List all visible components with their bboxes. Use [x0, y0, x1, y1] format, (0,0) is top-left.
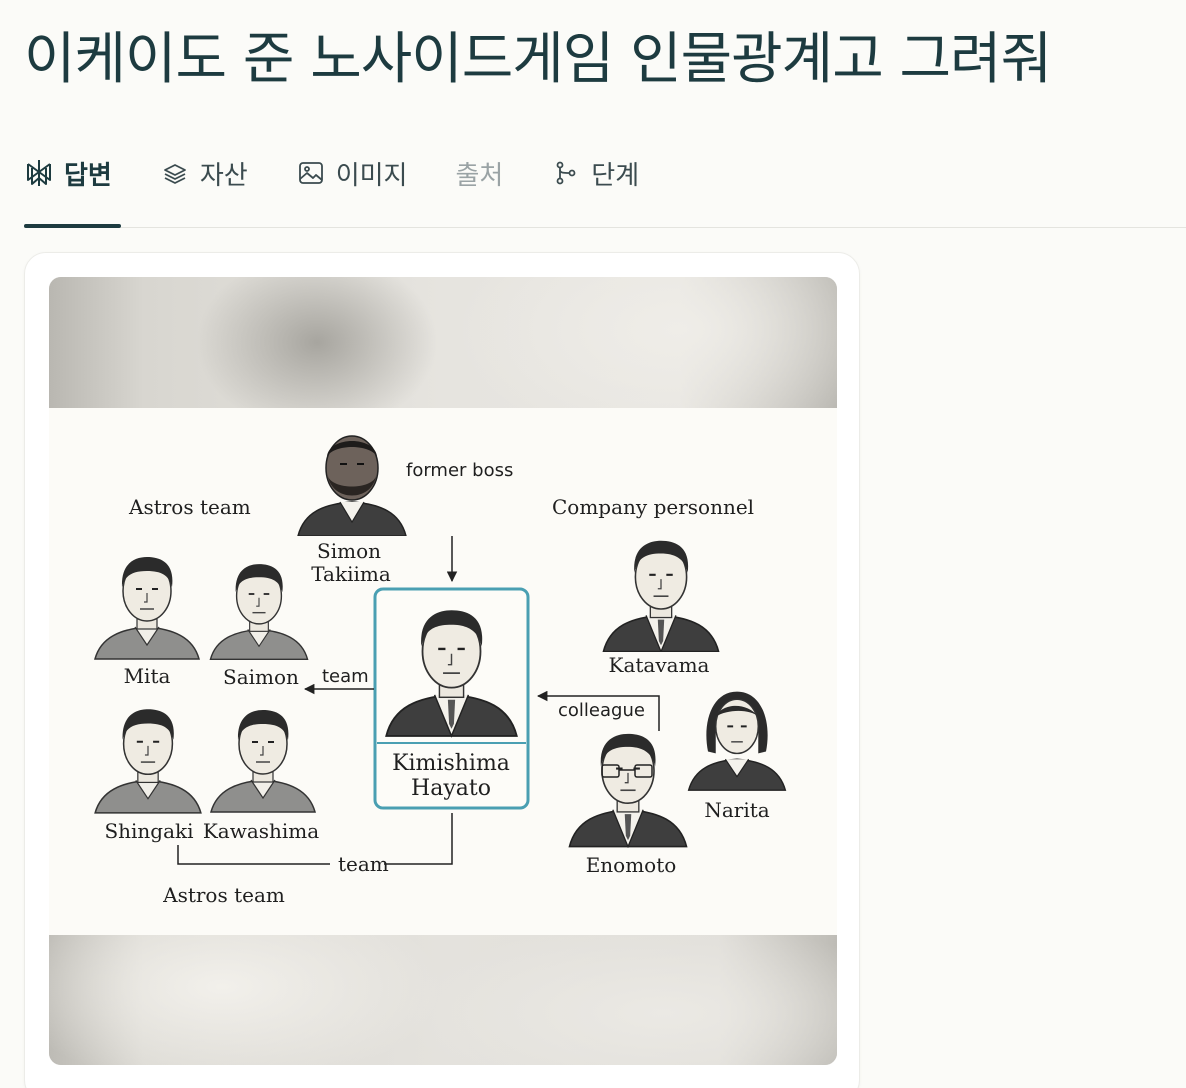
image-card: Astros team Company personnel former bos… — [24, 252, 860, 1088]
relationship-diagram: Astros team Company personnel former bos… — [49, 408, 837, 935]
name-narita: Narita — [704, 798, 769, 822]
blurred-background-bottom — [49, 935, 837, 1065]
portrait-saimon — [209, 563, 309, 661]
name-katavama: Katavama — [609, 653, 710, 677]
name-simon-line2: Takiima — [311, 562, 391, 586]
name-center-line2: Hayato — [411, 776, 491, 801]
label-team-bottom: team — [338, 852, 389, 876]
name-enomoto: Enomoto — [586, 853, 677, 877]
tab-images-label: 이미지 — [335, 160, 408, 191]
portrait-katavama — [602, 539, 720, 652]
branch-icon — [551, 158, 581, 188]
portrait-narita — [687, 690, 787, 792]
generated-image[interactable]: Astros team Company personnel former bos… — [49, 277, 837, 1065]
name-simon-line1: Simon — [317, 539, 381, 563]
name-center-line1: Kimishima — [392, 751, 510, 776]
tab-assets-label: 자산 — [199, 160, 248, 191]
tab-answer[interactable]: 답변 — [24, 150, 121, 228]
label-team-left: team — [322, 666, 369, 687]
name-saimon: Saimon — [223, 665, 299, 689]
label-astros-team-bottom: Astros team — [162, 883, 285, 907]
tab-steps[interactable]: 단계 — [551, 150, 639, 196]
query-title: 이케이도 준 노사이드게임 인물광계고 그려줘 — [24, 27, 1052, 92]
layers-icon — [160, 158, 190, 188]
tab-images[interactable]: 이미지 — [296, 150, 408, 196]
label-company-personnel: Company personnel — [552, 495, 754, 519]
result-tabs: 답변 자산 이미지 출처 — [24, 150, 1186, 228]
active-tab-indicator — [24, 224, 121, 228]
portrait-simon-takiima — [296, 434, 408, 536]
tab-sources-label: 출처 — [455, 160, 504, 191]
label-former-boss: former boss — [406, 460, 513, 481]
portrait-mita — [93, 555, 201, 661]
tab-sources[interactable]: 출처 — [455, 150, 503, 196]
perplexity-logo-icon — [24, 158, 54, 188]
name-kawashima: Kawashima — [203, 819, 319, 843]
blurred-background-top — [49, 277, 837, 408]
portrait-shingaki — [94, 708, 202, 814]
label-astros-team-top: Astros team — [128, 495, 251, 519]
name-shingaki: Shingaki — [104, 819, 193, 843]
portrait-enomoto — [568, 732, 688, 848]
name-mita: Mita — [124, 664, 171, 688]
portrait-kawashima — [209, 708, 317, 814]
tab-assets[interactable]: 자산 — [160, 150, 248, 196]
image-icon — [296, 158, 326, 188]
label-colleague: colleague — [558, 700, 645, 721]
tab-answer-label: 답변 — [64, 160, 112, 191]
tab-steps-label: 단계 — [591, 160, 640, 191]
